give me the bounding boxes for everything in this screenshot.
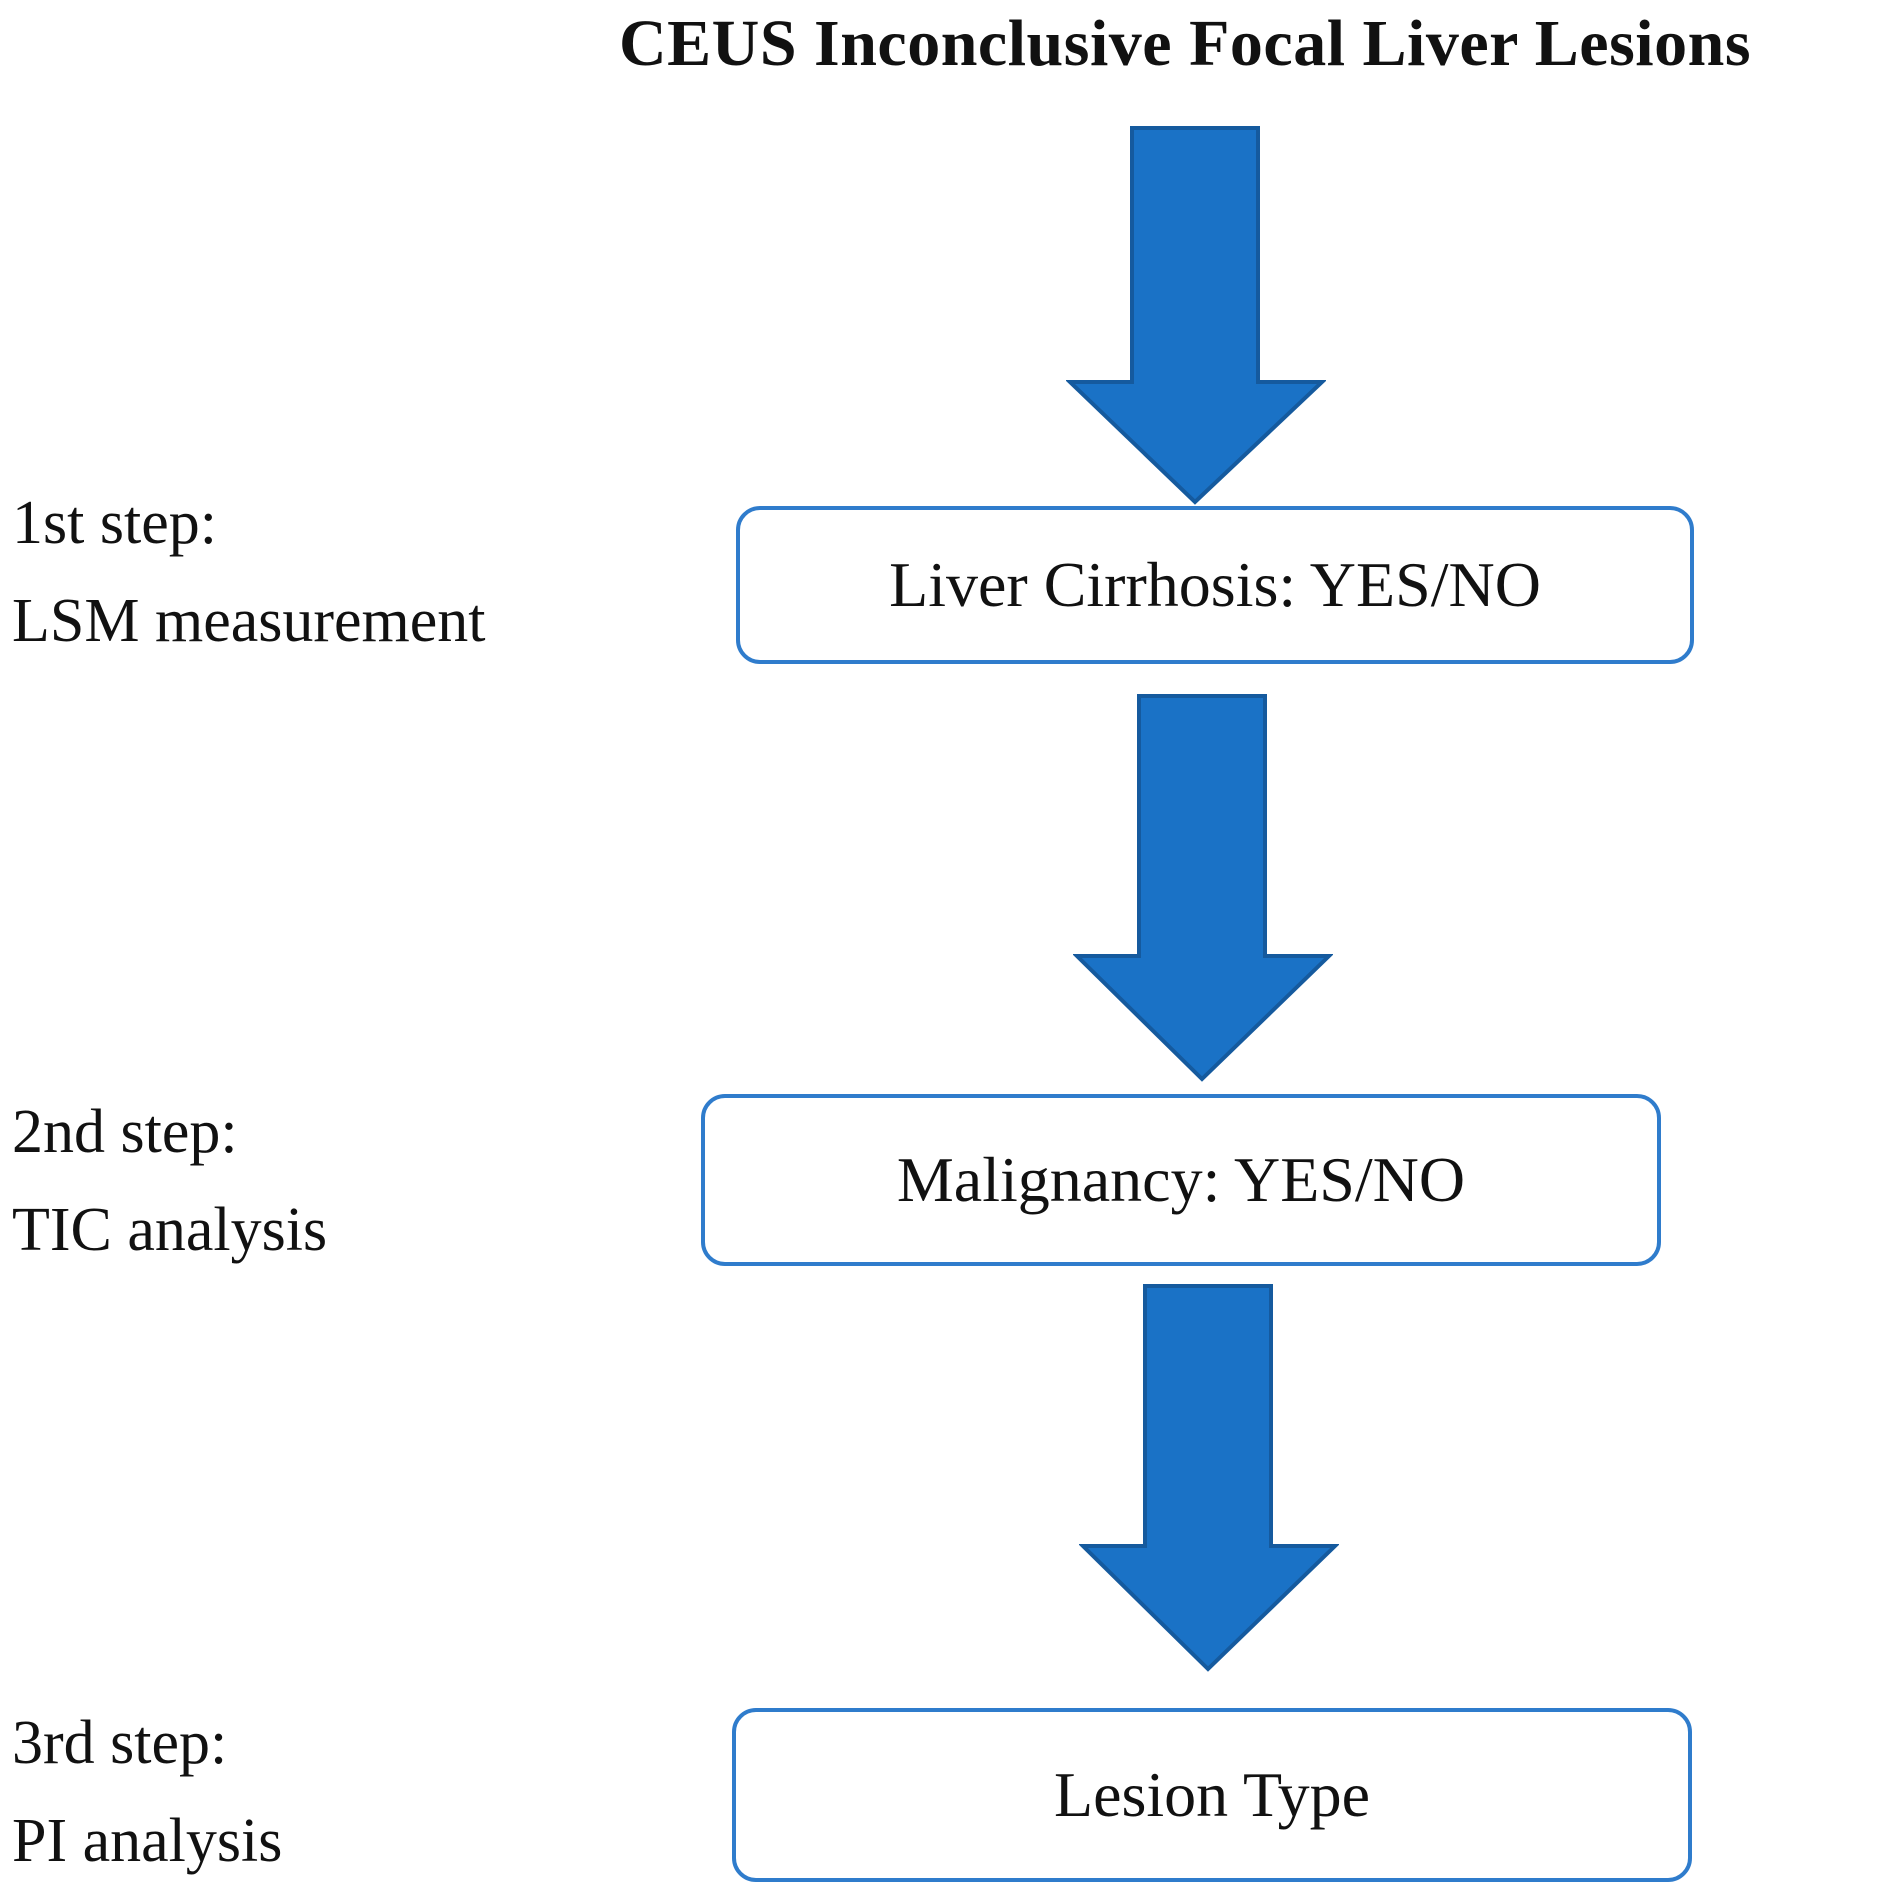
step-2-method: TIC analysis <box>12 1196 328 1264</box>
step-3-result-box: Lesion Type <box>732 1708 1692 1882</box>
step-1-result-text: Liver Cirrhosis: YES/NO <box>889 549 1541 620</box>
step-1-title: 1st step: <box>12 489 217 557</box>
step-3-method: PI analysis <box>12 1807 283 1875</box>
down-arrow-icon <box>1079 1284 1339 1674</box>
step-2-result-text: Malignancy: YES/NO <box>896 1144 1466 1215</box>
step-3-label: 3rd step: PI analysis <box>12 1694 282 1890</box>
step-1-method: LSM measurement <box>12 587 486 655</box>
step-3-result-text: Lesion Type <box>1053 1759 1371 1830</box>
step-1-result-box: Liver Cirrhosis: YES/NO <box>736 506 1694 664</box>
step-2-result-box: Malignancy: YES/NO <box>701 1094 1661 1266</box>
step-3-title: 3rd step: <box>12 1709 228 1777</box>
down-arrow-icon <box>1073 694 1333 1084</box>
step-1-label: 1st step: LSM measurement <box>12 474 486 670</box>
step-2-title: 2nd step: <box>12 1098 238 1166</box>
step-2-label: 2nd step: TIC analysis <box>12 1083 327 1279</box>
diagram-title: CEUS Inconclusive Focal Liver Lesions <box>618 7 1752 80</box>
down-arrow-icon <box>1066 126 1326 506</box>
